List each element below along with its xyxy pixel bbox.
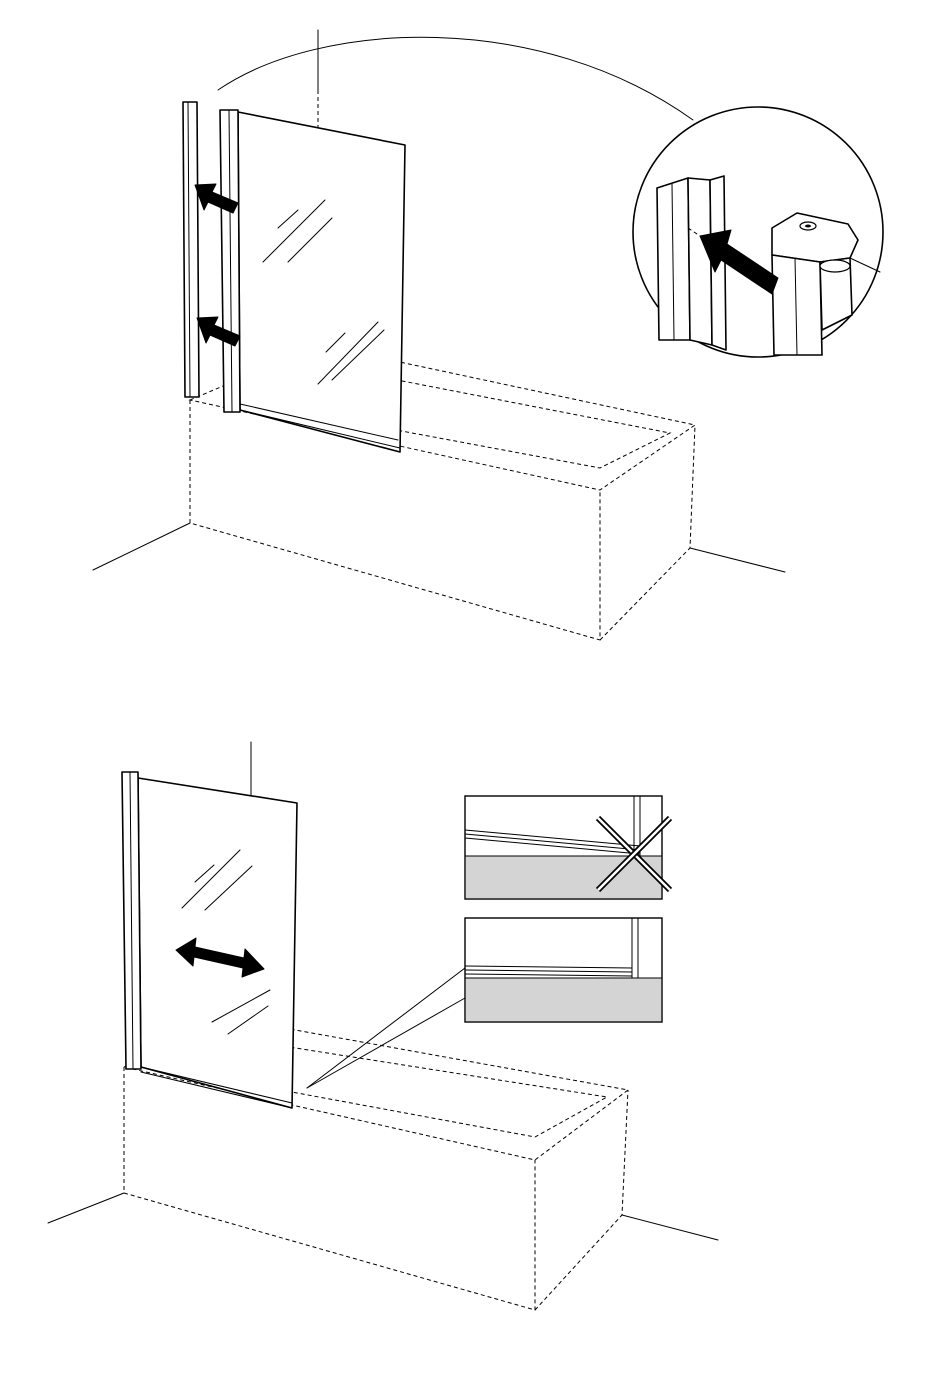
wall-profile: [183, 102, 199, 397]
glass-panel: [220, 110, 405, 452]
callout-line: [307, 968, 465, 1088]
glass-panel: [122, 772, 297, 1108]
detail-circle: [633, 107, 883, 357]
callout-arc: [218, 37, 693, 120]
correct-seal-detail: [465, 918, 662, 1022]
step-2-adjust-panel: [48, 742, 718, 1310]
incorrect-seal-detail: [465, 796, 670, 899]
step-1-attach-panel: [93, 30, 883, 640]
callout-line: [307, 998, 465, 1088]
